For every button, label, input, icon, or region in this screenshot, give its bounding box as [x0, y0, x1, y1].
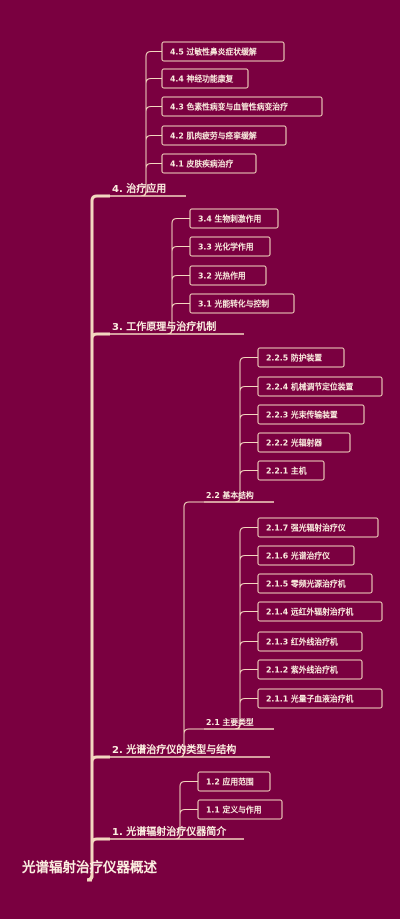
connector-root-s4 — [86, 194, 110, 882]
node-label: 3.4 生物刺激作用 — [198, 214, 262, 224]
node-s2-2-5[interactable]: 2.2.5 防护装置 — [257, 347, 345, 368]
node-label: 3. 工作原理与治疗机制 — [112, 320, 216, 333]
node-s4-5[interactable]: 4.5 过敏性鼻炎症状缓解 — [161, 41, 285, 62]
connector-s3-4 — [166, 218, 190, 335]
node-s2-2[interactable]: 2.2 基本结构 — [204, 490, 274, 503]
node-box — [257, 631, 363, 652]
node-label: 2.1.7 强光辐射治疗仪 — [266, 523, 346, 533]
nodes: 光谱辐射治疗仪器概述 4. 治疗应用 4.5 过敏性鼻炎症状缓解 4.4 神经功能康复… — [21, 41, 383, 876]
node-s1-2[interactable]: 1.2 应用范围 — [197, 771, 271, 792]
node-label: 4.3 色素性病变与血管性病变治疗 — [170, 102, 288, 112]
node-label: 3.2 光热作用 — [198, 271, 246, 281]
node-box — [257, 573, 373, 594]
connector-s3-3 — [166, 246, 190, 335]
node-box — [257, 376, 383, 397]
node-label: 2.1.1 光量子血液治疗机 — [266, 694, 353, 704]
connector-s2-2 — [178, 501, 204, 758]
node-label: 1.1 定义与作用 — [206, 805, 262, 815]
node-box — [257, 347, 345, 368]
node-box — [161, 41, 285, 62]
node-label: 2.1.2 紫外线治疗机 — [266, 665, 338, 675]
node-box — [257, 601, 383, 622]
node-label: 2.2.4 机械调节定位装置 — [266, 382, 353, 392]
node-s3-2[interactable]: 3.2 光热作用 — [189, 265, 267, 286]
node-s3-1[interactable]: 3.1 光能转化与控制 — [189, 293, 295, 314]
node-label: 4.5 过敏性鼻炎症状缓解 — [170, 47, 257, 57]
node-label: 4.1 皮肤疾病治疗 — [170, 159, 234, 169]
connector-s2-1-3 — [234, 641, 274, 730]
node-s3-4[interactable]: 3.4 生物刺激作用 — [189, 208, 279, 229]
connector-root-s1 — [86, 837, 110, 882]
node-s2-1-2[interactable]: 2.1.2 紫外线治疗机 — [257, 659, 363, 680]
node-label: 2.1 主要类型 — [206, 717, 254, 727]
node-box — [189, 236, 271, 257]
node-label: 2.1.6 光谱治疗仪 — [266, 551, 330, 561]
node-label: 4.4 神经功能康复 — [170, 74, 234, 84]
node-label: 3.3 光化学作用 — [198, 242, 254, 252]
node-s3-3[interactable]: 3.3 光化学作用 — [189, 236, 271, 257]
connector-root-s3 — [86, 332, 110, 882]
node-label: 2.2.1 主机 — [266, 466, 307, 476]
node-box — [161, 125, 287, 146]
node-s4[interactable]: 4. 治疗应用 — [110, 182, 186, 197]
node-label: 2.2 基本结构 — [206, 490, 254, 500]
node-box — [189, 265, 267, 286]
node-s3[interactable]: 3. 工作原理与治疗机制 — [110, 320, 244, 335]
node-s2-2-3[interactable]: 2.2.3 光束传输装置 — [257, 404, 365, 425]
node-s2-1[interactable]: 2.1 主要类型 — [204, 717, 274, 730]
node-label: 3.1 光能转化与控制 — [198, 299, 269, 309]
node-box — [189, 293, 295, 314]
node-s1[interactable]: 1. 光谱辐射治疗仪器简介 — [110, 825, 244, 840]
connector-s2-2-3 — [234, 414, 274, 503]
node-label: 1. 光谱辐射治疗仪器简介 — [112, 825, 227, 838]
node-box — [257, 545, 355, 566]
node-box — [257, 460, 325, 481]
node-s2-2-4[interactable]: 2.2.4 机械调节定位装置 — [257, 376, 383, 397]
node-label: 1.2 应用范围 — [206, 777, 254, 787]
node-box — [161, 68, 249, 89]
node-s2-1-5[interactable]: 2.1.5 零频光源治疗机 — [257, 573, 373, 594]
connector-s4-3 — [140, 106, 170, 197]
node-box — [161, 96, 323, 117]
node-box — [161, 153, 257, 174]
node-s2-1-3[interactable]: 2.1.3 红外线治疗机 — [257, 631, 363, 652]
node-box — [257, 688, 383, 709]
node-s4-4[interactable]: 4.4 神经功能康复 — [161, 68, 249, 89]
node-box — [257, 659, 363, 680]
node-s2-2-2[interactable]: 2.2.2 光辐射器 — [257, 432, 351, 453]
node-label: 4. 治疗应用 — [112, 182, 166, 195]
node-s4-1[interactable]: 4.1 皮肤疾病治疗 — [161, 153, 257, 174]
node-s2-1-4[interactable]: 2.1.4 远红外辐射治疗机 — [257, 601, 383, 622]
root-node[interactable]: 光谱辐射治疗仪器概述 — [21, 859, 157, 876]
node-s2[interactable]: 2. 光谱治疗仪的类型与结构 — [110, 743, 270, 758]
node-label: 2.2.2 光辐射器 — [266, 438, 322, 448]
node-label: 2.2.5 防护装置 — [266, 353, 322, 363]
node-label: 2.1.4 远红外辐射治疗机 — [266, 607, 353, 617]
node-box — [257, 517, 379, 538]
root-label: 光谱辐射治疗仪器概述 — [21, 859, 157, 876]
node-box — [257, 432, 351, 453]
node-box — [197, 799, 283, 820]
node-s2-2-1[interactable]: 2.2.1 主机 — [257, 460, 325, 481]
node-s1-1[interactable]: 1.1 定义与作用 — [197, 799, 283, 820]
node-label: 2.2.3 光束传输装置 — [266, 410, 338, 420]
node-label: 4.2 肌肉疲劳与痉挛缓解 — [170, 131, 257, 141]
node-s4-2[interactable]: 4.2 肌肉疲劳与痉挛缓解 — [161, 125, 287, 146]
node-box — [189, 208, 279, 229]
node-label: 2.1.3 红外线治疗机 — [266, 637, 338, 647]
node-s2-1-7[interactable]: 2.1.7 强光辐射治疗仪 — [257, 517, 379, 538]
node-s2-1-1[interactable]: 2.1.1 光量子血液治疗机 — [257, 688, 383, 709]
node-box — [257, 404, 365, 425]
node-box — [197, 771, 271, 792]
node-s4-3[interactable]: 4.3 色素性病变与血管性病变治疗 — [161, 96, 323, 117]
node-label: 2. 光谱治疗仪的类型与结构 — [112, 743, 236, 756]
node-s2-1-6[interactable]: 2.1.6 光谱治疗仪 — [257, 545, 355, 566]
node-label: 2.1.5 零频光源治疗机 — [266, 579, 346, 589]
